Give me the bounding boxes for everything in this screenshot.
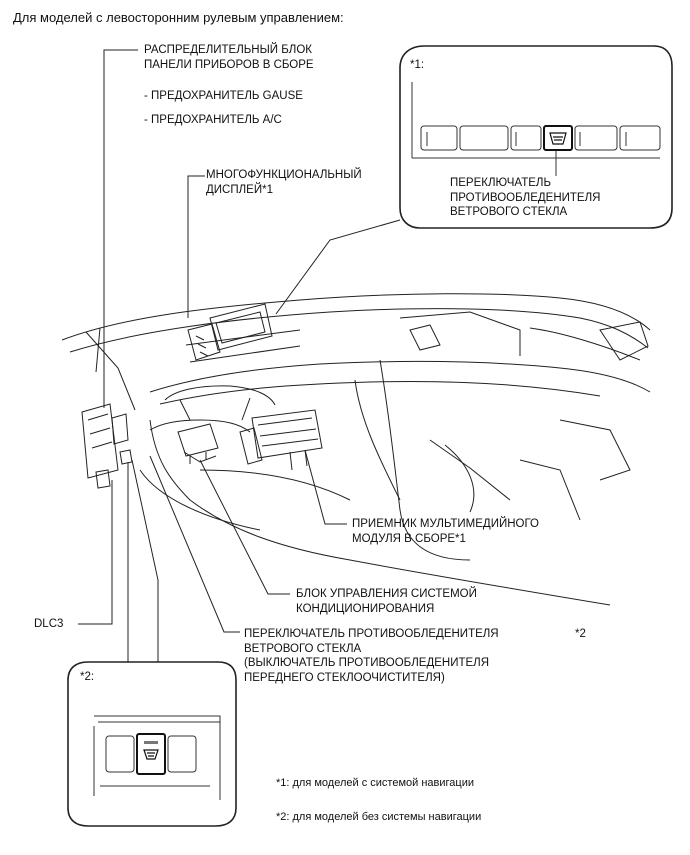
label-fuse-gause: - ПРЕДОХРАНИТЕЛЬ GAUSE [144, 90, 303, 102]
inset1-deicer-icon [549, 132, 567, 145]
dashboard-outline [61, 293, 651, 606]
label-ac-control: БЛОК УПРАВЛЕНИЯ СИСТЕМОЙ КОНДИЦИОНИРОВАН… [296, 588, 477, 615]
label-deicer-switch: ПЕРЕКЛЮЧАТЕЛЬ ПРОТИВООБЛЕДЕНИТЕЛЯ ВЕТРОВ… [244, 628, 499, 684]
label-multifunction-display: МНОГОФУНКЦИОНАЛЬНЫЙ ДИСПЛЕЙ*1 [206, 169, 362, 196]
inset1-caption: ПЕРЕКЛЮЧАТЕЛЬ ПРОТИВООБЛЕДЕНИТЕЛЯ ВЕТРОВ… [450, 177, 601, 218]
leader-lines [78, 49, 401, 668]
label-dlc3: DLC3 [34, 618, 64, 630]
multimedia-receiver [239, 409, 323, 471]
page-title: Для моделей с левосторонним рулевым упра… [13, 10, 344, 25]
label-distribution-block: РАСПРЕДЕЛИТЕЛЬНЫЙ БЛОК ПАНЕЛИ ПРИБОРОВ В… [144, 44, 314, 71]
inset-1 [399, 45, 673, 229]
footnote-1: *1: для моделей с системой навигации [276, 777, 474, 789]
inset-2 [67, 661, 237, 827]
ac-control-unit [177, 423, 219, 464]
label-fuse-ac: - ПРЕДОХРАНИТЕЛЬ A/C [144, 114, 282, 126]
inset1-marker: *1: [410, 59, 425, 71]
label-deicer-switch-mark: *2 [575, 628, 586, 640]
inset2-deicer-icon [143, 749, 159, 760]
multifunction-display [185, 303, 301, 363]
label-multimedia-receiver: ПРИЕМНИК МУЛЬТИМЕДИЙНОГО МОДУЛЯ В СБОРЕ*… [352, 518, 539, 545]
footnote-2: *2: для моделей без системы навигации [276, 811, 482, 823]
inset2-marker: *2: [80, 671, 95, 683]
distribution-block [81, 403, 133, 489]
